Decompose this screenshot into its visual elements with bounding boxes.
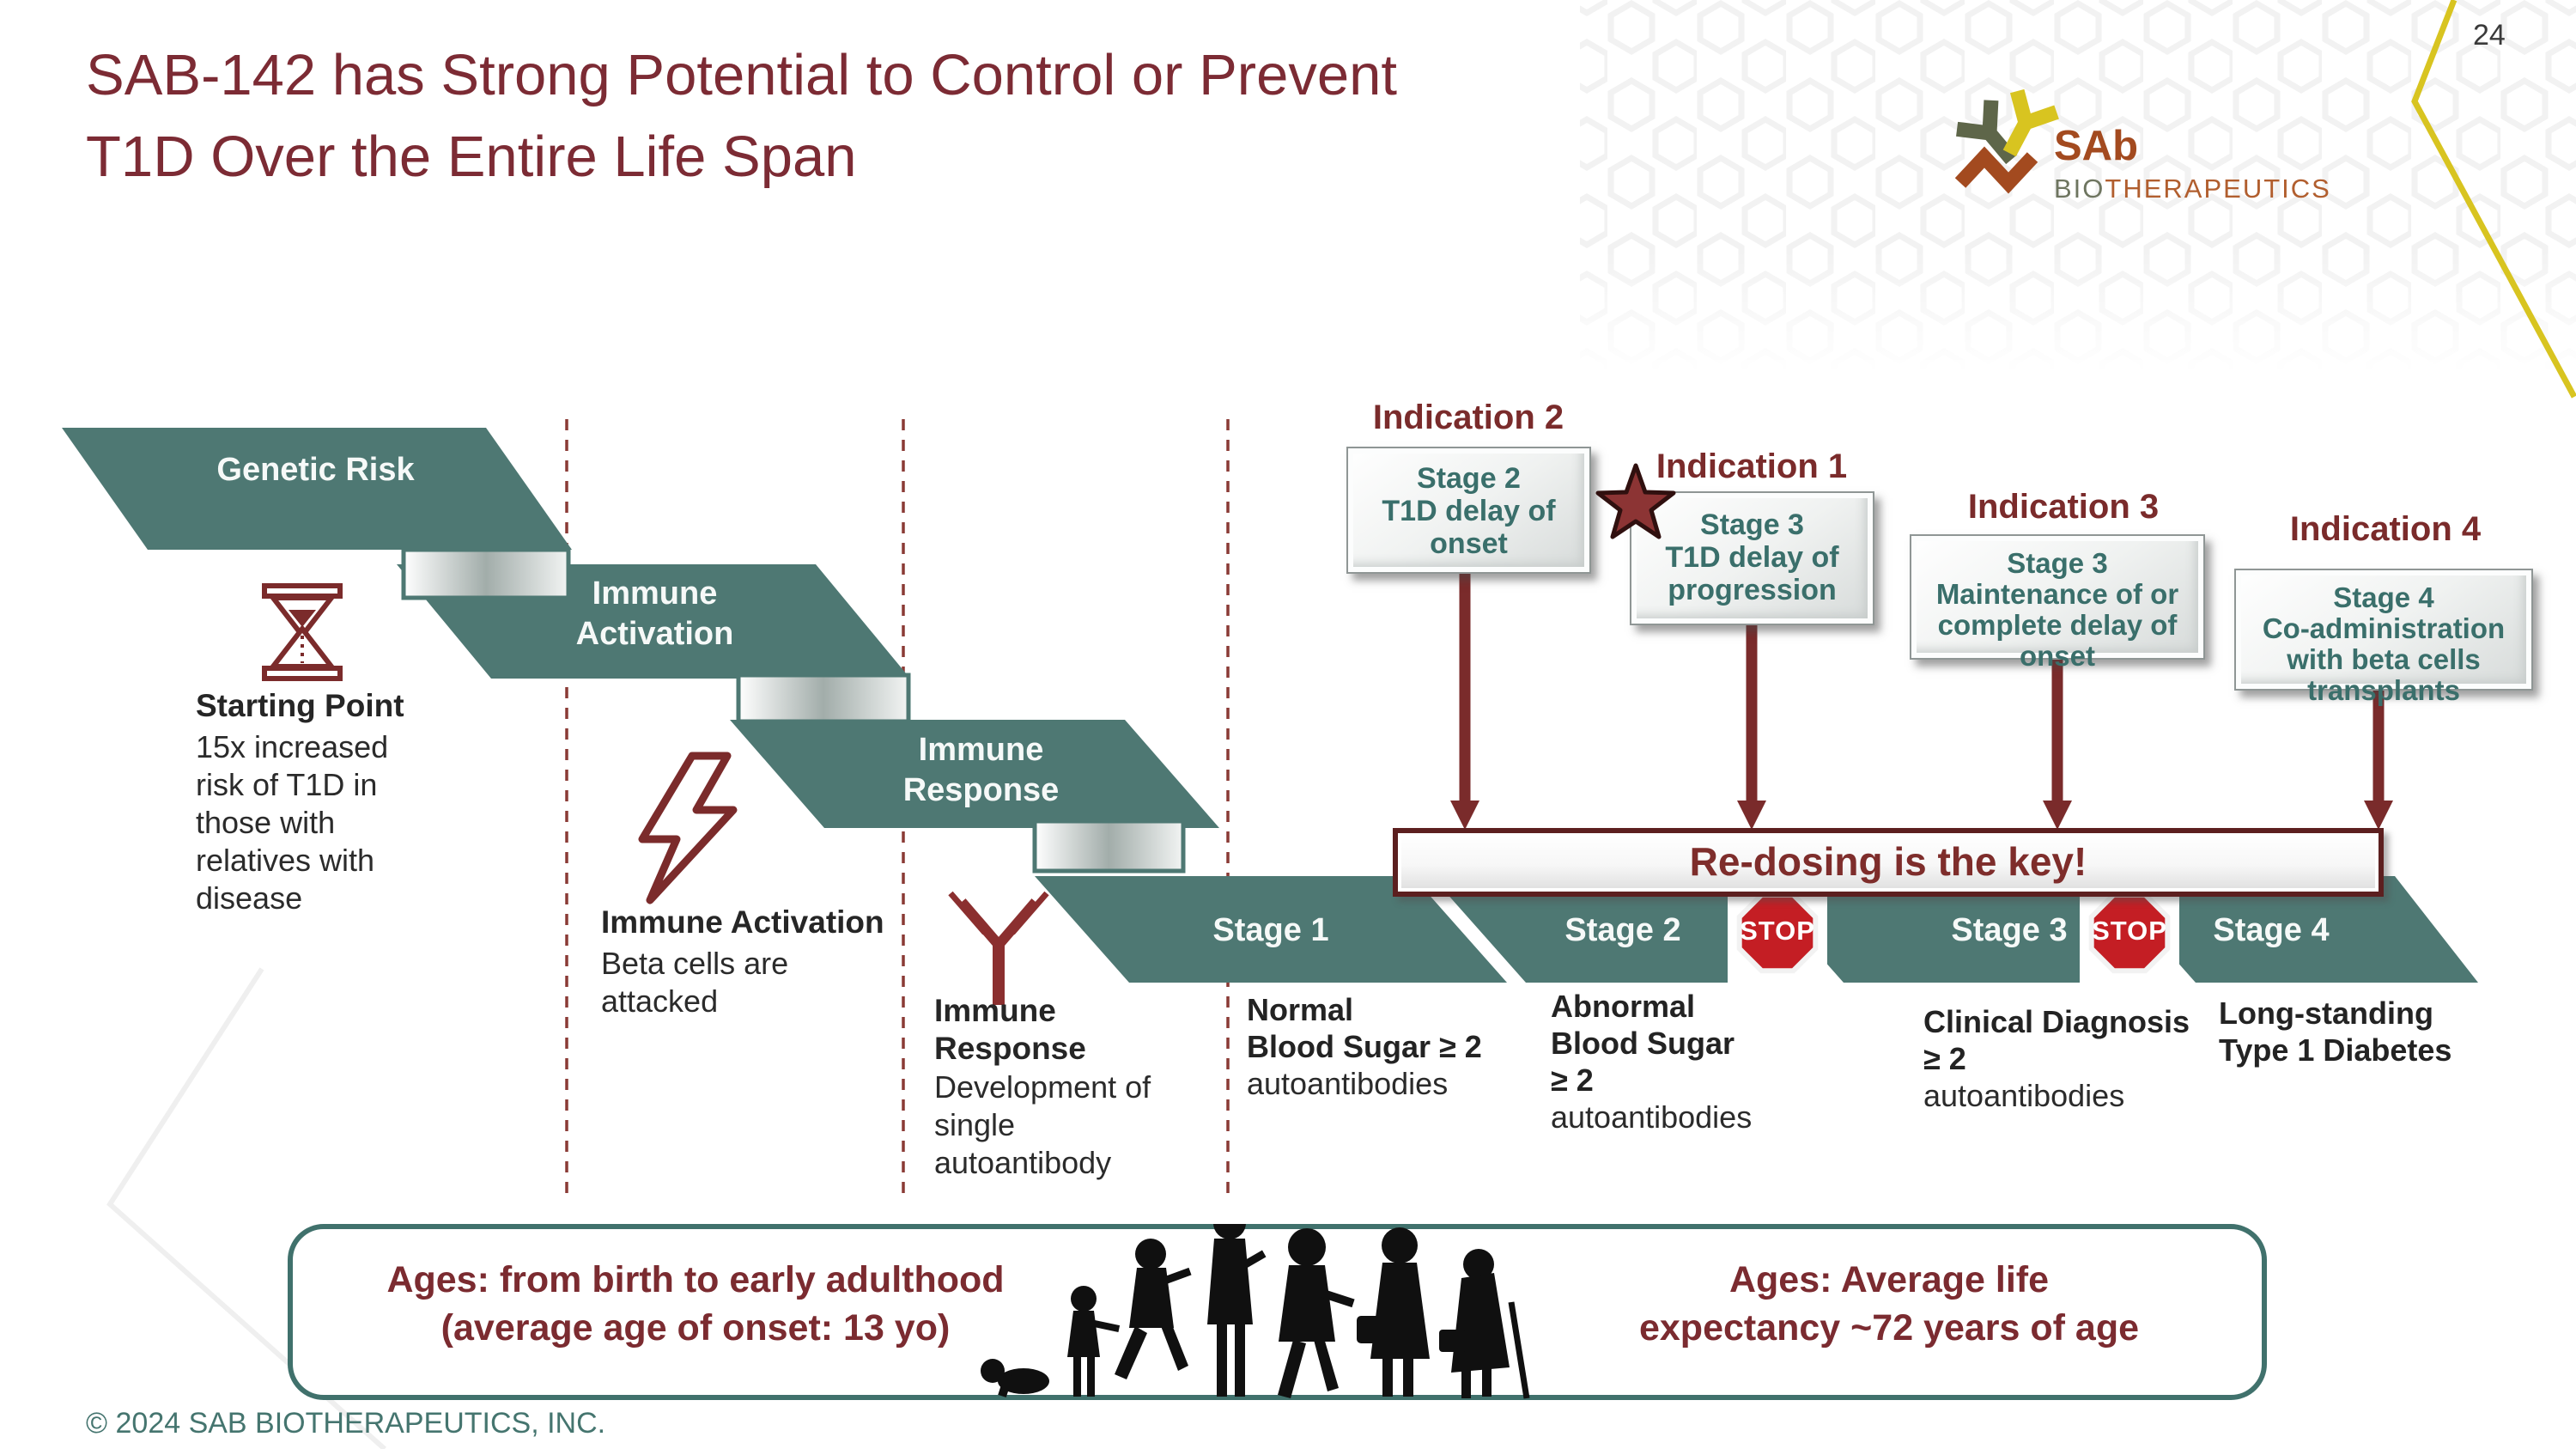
antibody-icon	[948, 891, 1049, 1005]
slide-title: SAB-142 has Strong Potential to Control …	[86, 43, 1397, 189]
note-immune-response-body: Development of single autoantibody	[934, 1069, 1151, 1180]
page-number: 24	[2473, 19, 2506, 52]
stage-2-caption: autoantibodies	[1551, 1099, 1753, 1135]
hourglass-icon	[262, 583, 343, 681]
ages-right-text: Ages: Average life expectancy ~72 years …	[1638, 1259, 2140, 1349]
stage-3-caption-bold: Clinical Diagnosis ≥ 2	[1923, 1004, 2190, 1076]
indication-2-title: Indication 2	[1372, 399, 1564, 436]
stage-1-label: Stage 1	[1212, 912, 1329, 948]
indication-arrows	[1459, 571, 2385, 807]
star-icon	[1595, 463, 1676, 539]
indication-3-title: Indication 3	[1967, 488, 2160, 526]
indication-arrowheads	[1450, 801, 2393, 830]
logo-subtitle: BIOTHERAPEUTICS	[2054, 174, 2331, 204]
indication-4-box: Stage 4 Co-administration with beta cell…	[2234, 569, 2533, 706]
stage-band-1	[1035, 876, 1507, 983]
aging-people-silhouettes-icon	[981, 1224, 1530, 1399]
stage-1-caption: autoantibodies	[1247, 1066, 1449, 1101]
logo-bio: BIO	[2054, 174, 2105, 204]
stage-band-2	[1431, 876, 1825, 983]
stop-sign-label: STOP	[2092, 916, 2167, 946]
step-label-genetic-risk: Genetic Risk	[216, 452, 415, 488]
stage-3-caption: autoantibodies	[1923, 1078, 2125, 1113]
ages-left-text: Ages: from birth to early adulthood (ave…	[386, 1259, 1005, 1349]
logo-therapeutics: THERAPEUTICS	[2105, 174, 2331, 204]
stop-sign-icon	[2080, 881, 2179, 988]
indication-2-box: Stage 2 T1D delay of onset	[1346, 447, 1591, 574]
stage-3-label: Stage 3	[1951, 912, 2068, 948]
indication-4-title: Indication 4	[2289, 510, 2482, 548]
indication-1-title: Indication 1	[1656, 447, 1848, 485]
step-genetic-risk	[62, 428, 572, 550]
ages-box	[288, 1224, 2267, 1400]
gold-accent-line	[2411, 0, 2576, 399]
note-immune-activation-heading: Immune Activation	[601, 904, 884, 940]
logo-name: SAb	[2054, 123, 2138, 169]
stop-sign-icon	[1728, 881, 1827, 988]
antibody-logo-icon	[1954, 88, 2059, 194]
redosing-banner: Re-dosing is the key!	[1393, 828, 2384, 897]
step-immune-response	[730, 720, 1219, 828]
note-immune-activation-body: Beta cells are attacked	[601, 946, 789, 1019]
step-label-immune-response: Immune Response	[902, 732, 1060, 808]
step-label-immune-activation: Immune Activation	[575, 575, 734, 652]
stage-band-4	[2101, 876, 2478, 983]
note-starting-point-heading: Starting Point	[196, 688, 404, 723]
stop-sign-label: STOP	[1740, 916, 1815, 946]
stage-2-label: Stage 2	[1564, 912, 1681, 948]
indication-1-box: Stage 3 T1D delay of progression	[1630, 491, 1874, 625]
note-immune-response-heading: Immune Response	[934, 993, 1086, 1066]
stage-4-caption-bold: Long-standing Type 1 Diabetes	[2219, 995, 2452, 1068]
indication-3-box: Stage 3 Maintenance of or complete delay…	[1910, 534, 2205, 672]
note-starting-point-body: 15x increased risk of T1D in those with …	[196, 729, 389, 916]
stage-1-caption-bold: Normal Blood Sugar ≥ 2	[1247, 992, 1482, 1064]
stage-4-label: Stage 4	[2213, 912, 2330, 948]
copyright-text: © 2024 SAB BIOTHERAPEUTICS, INC.	[86, 1407, 606, 1440]
lightning-icon	[638, 752, 738, 904]
step-connectors	[401, 547, 1186, 874]
stage-2-caption-bold: Abnormal Blood Sugar ≥ 2	[1551, 989, 1735, 1098]
stage-band-3	[1749, 876, 2177, 983]
